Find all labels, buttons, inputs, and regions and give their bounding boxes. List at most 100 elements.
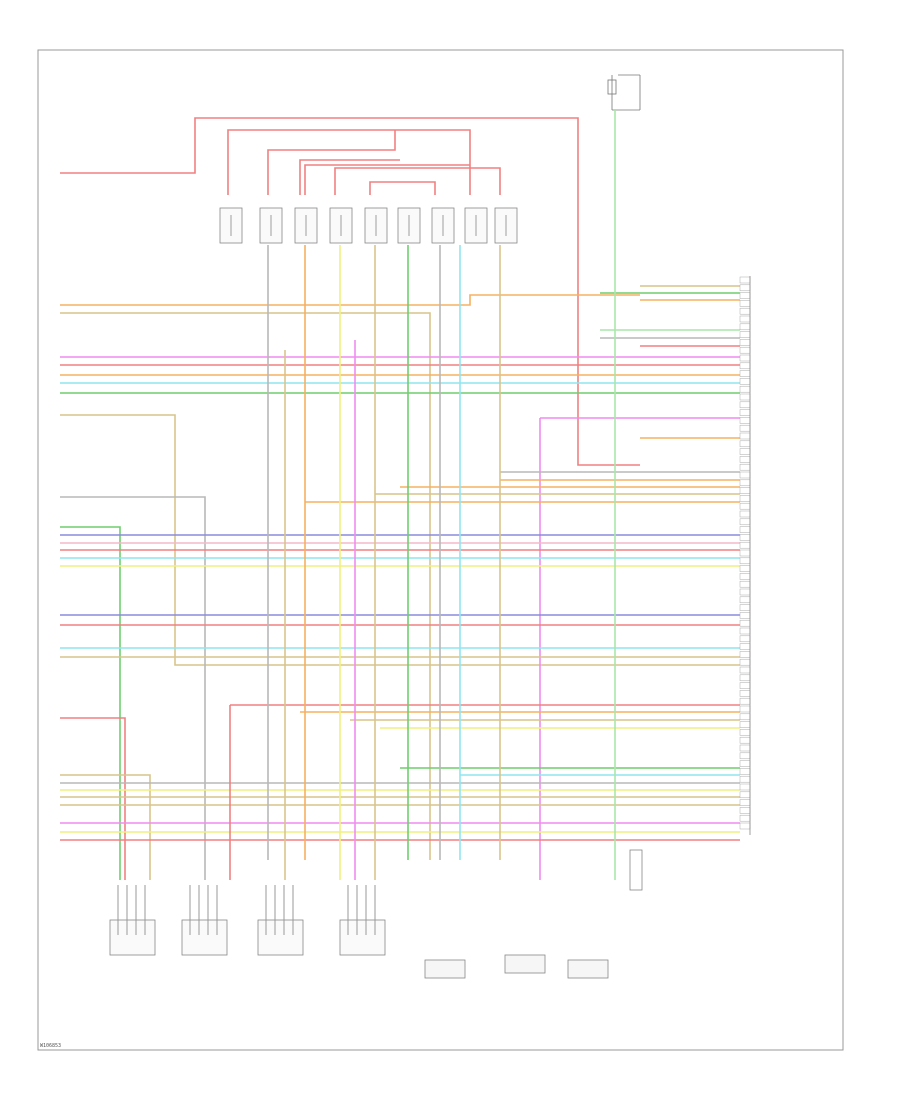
wire-relay-bus [304, 164, 470, 195]
sensor-connector [339, 919, 386, 956]
pin-cell [739, 799, 751, 806]
pin-cell [739, 339, 751, 346]
pin-cell [739, 580, 751, 588]
pin-cell [739, 385, 751, 393]
pin-cell [739, 573, 751, 580]
pin-cell [739, 354, 751, 362]
ground-connector [629, 849, 643, 891]
sensor-connector [181, 919, 228, 956]
pin-cell [739, 424, 751, 432]
pin-cell [739, 393, 751, 401]
pin-cell [739, 565, 751, 572]
pin-cell [739, 744, 751, 752]
pin-cell [739, 588, 751, 596]
pin-cell [739, 604, 751, 611]
pin-cell [739, 674, 751, 682]
pin-cell [739, 768, 751, 775]
pin-cell [739, 783, 751, 791]
pin-cell [739, 627, 751, 635]
sensor-module [424, 959, 466, 979]
pin-cell [739, 557, 751, 565]
wire-signal [60, 717, 126, 880]
pin-cell [739, 518, 751, 526]
pin-cell [739, 619, 751, 627]
pin-cell [739, 479, 751, 487]
wire-relay-bus [267, 130, 396, 195]
wire-signal [60, 774, 151, 880]
pin-cell [739, 612, 751, 619]
wire-signal [60, 414, 740, 666]
pin-cell [739, 697, 751, 705]
wire-signal [60, 526, 121, 880]
pin-cell [739, 276, 751, 284]
wire-relay-bus [334, 167, 501, 195]
pin-cell [739, 346, 751, 354]
pin-cell [739, 502, 751, 510]
pin-cell [739, 736, 751, 744]
pin-cell [739, 526, 751, 533]
pin-cell [739, 300, 751, 307]
pin-cell [739, 409, 751, 416]
wire-layer [60, 110, 740, 880]
sensor-connector [257, 919, 304, 956]
pin-cell [739, 370, 751, 377]
pin-cell [739, 440, 751, 448]
pin-cell [739, 456, 751, 463]
pin-cell [739, 814, 751, 822]
wire-relay-bus [299, 159, 400, 195]
pin-cell [739, 471, 751, 479]
pcm-connector-pins [739, 276, 751, 835]
relay-modules [219, 207, 518, 244]
sensor-module [567, 959, 609, 979]
pin-cell [739, 682, 751, 689]
pin-cell [739, 643, 751, 650]
pin-cell [739, 635, 751, 643]
pin-cell [739, 549, 751, 557]
pin-cell [739, 760, 751, 767]
pin-cell [739, 323, 751, 331]
pin-cell [739, 487, 751, 494]
bottom-connectors [109, 849, 643, 979]
diagram-code: W106853 [40, 1043, 62, 1049]
wire-signal [60, 312, 431, 860]
pin-cell [739, 463, 751, 471]
pin-cell [739, 534, 751, 541]
pin-cell [739, 729, 751, 736]
wire-signal [60, 496, 206, 880]
pin-cell [739, 292, 751, 299]
pin-cell [739, 807, 751, 814]
pin-cell [739, 690, 751, 697]
pin-cell [739, 362, 751, 370]
pin-cell [739, 666, 751, 674]
sensor-module [504, 954, 546, 974]
pin-cell [739, 284, 751, 292]
fuse-symbol [607, 74, 641, 111]
pin-cell [739, 510, 751, 518]
pin-cell [739, 705, 751, 713]
wire-signal [60, 294, 640, 306]
pin-cell [739, 432, 751, 440]
pin-cell [739, 721, 751, 728]
pin-cell [739, 752, 751, 760]
pin-cell [739, 822, 751, 830]
pin-cell [739, 651, 751, 658]
pin-cell [739, 495, 751, 502]
pin-cell [739, 315, 751, 323]
pin-cell [739, 448, 751, 455]
pin-cell [739, 417, 751, 424]
pin-cell [739, 596, 751, 604]
pin-cell [739, 775, 751, 783]
pin-cell [739, 331, 751, 338]
pin-cell [739, 658, 751, 666]
pin-cell [739, 401, 751, 409]
wire-power-feed [60, 117, 640, 466]
pin-cell [739, 378, 751, 385]
pin-cell [739, 541, 751, 549]
pin-cell [739, 713, 751, 721]
pin-cell [739, 307, 751, 315]
wire-relay-bus [227, 129, 471, 195]
pin-cell [739, 791, 751, 799]
wire-relay-bus [369, 181, 436, 195]
